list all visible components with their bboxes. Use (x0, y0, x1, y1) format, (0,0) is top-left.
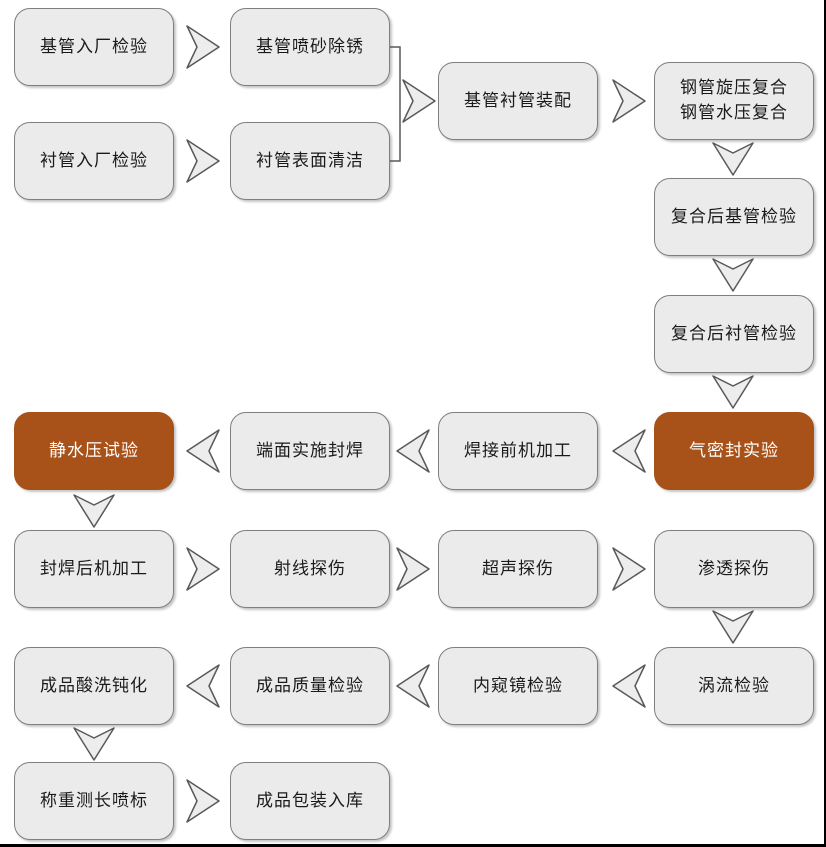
node-xray-inspection: 射线探伤 (230, 530, 390, 608)
arrow-right-icon (612, 547, 646, 591)
arrow-left-icon (612, 664, 646, 708)
node-post-composite-liner-inspection: 复合后衬管检验 (654, 295, 814, 373)
arrow-down-icon (712, 610, 754, 644)
node-penetrant-inspection: 渗透探伤 (654, 530, 814, 608)
arrow-down-icon (712, 258, 754, 292)
arrow-right-icon (186, 779, 220, 823)
node-weigh-measure-mark: 称重测长喷标 (14, 762, 174, 840)
node-base-pipe-sandblast-derust: 基管喷砂除锈 (230, 8, 390, 86)
arrow-left-icon (612, 429, 646, 473)
node-post-composite-base-inspection: 复合后基管检验 (654, 178, 814, 256)
arrow-left-icon (186, 664, 220, 708)
node-hydrostatic-test: 静水压试验 (14, 412, 174, 490)
node-post-weld-machining: 封焊后机加工 (14, 530, 174, 608)
node-pre-weld-machining: 焊接前机加工 (438, 412, 598, 490)
arrow-right-icon (612, 79, 646, 123)
arrow-down-icon (73, 727, 115, 761)
node-eddy-current-inspection: 涡流检验 (654, 647, 814, 725)
node-liner-pipe-incoming-inspection: 衬管入厂检验 (14, 122, 174, 200)
arrow-right-icon (186, 139, 220, 183)
arrow-right-icon (186, 25, 220, 69)
node-pipe-composite-forming: 钢管旋压复合 钢管水压复合 (654, 62, 814, 140)
merge-bracket-connector (390, 46, 401, 162)
arrow-down-icon (712, 142, 754, 176)
node-liner-pipe-surface-clean: 衬管表面清洁 (230, 122, 390, 200)
arrow-right-icon (396, 547, 430, 591)
node-base-pipe-incoming-inspection: 基管入厂检验 (14, 8, 174, 86)
arrow-left-icon (396, 429, 430, 473)
node-end-face-seal-weld: 端面实施封焊 (230, 412, 390, 490)
node-product-quality-inspection: 成品质量检验 (230, 647, 390, 725)
arrow-right-icon (402, 79, 436, 123)
node-air-tightness-test: 气密封实验 (654, 412, 814, 490)
node-ultrasonic-inspection: 超声探伤 (438, 530, 598, 608)
arrow-down-icon (712, 375, 754, 409)
node-base-liner-assembly: 基管衬管装配 (438, 62, 598, 140)
arrow-right-icon (186, 547, 220, 591)
arrow-left-icon (396, 664, 430, 708)
node-endoscope-inspection: 内窥镜检验 (438, 647, 598, 725)
arrow-left-icon (186, 429, 220, 473)
node-packaging-storage: 成品包装入库 (230, 762, 390, 840)
arrow-down-icon (73, 494, 115, 528)
node-pickling-passivation: 成品酸洗钝化 (14, 647, 174, 725)
